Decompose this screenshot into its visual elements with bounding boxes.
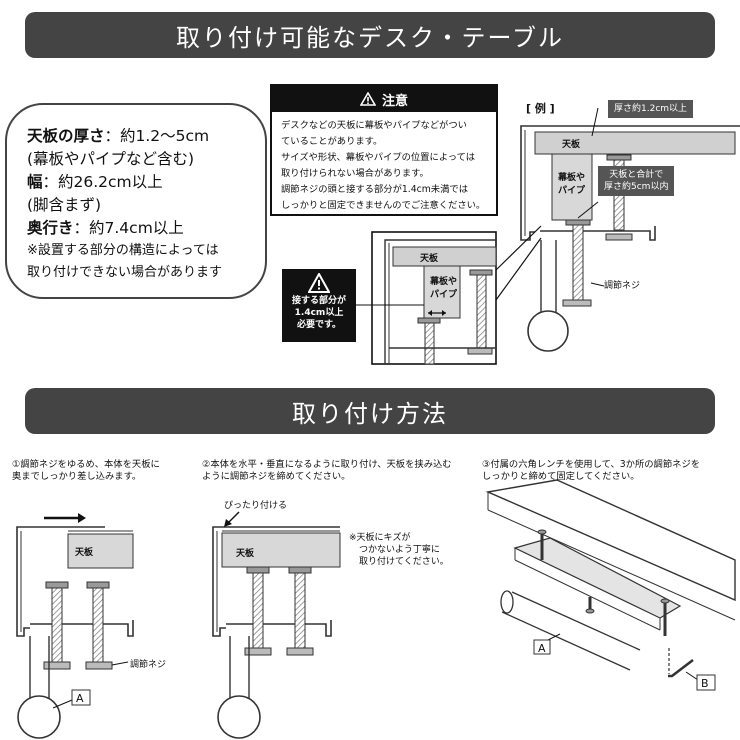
caution-body: デスクなどの天板に幕板やパイプなどがつい ていることがあります。 サイズや形状、… [272,112,496,214]
care-note: ※天板にキズがつかないよう丁寧に取り付けてください。 [349,533,449,567]
caution-box: 注意 デスクなどの天板に幕板やパイプなどがつい ていることがあります。 サイズや… [270,84,498,216]
caution-line: 取り付けられない場合があります。 [281,168,429,179]
step1-text: ①調節ネジをゆるめ、本体を天板に奥までしっかり差し込みます。 [12,459,160,482]
example-diagram [520,107,740,352]
thickness-tag: 厚さ約1.2cm以上 [608,100,694,118]
example-screw-label: 調節ネジ [604,281,641,291]
alert-line: 接する部分が [291,296,346,306]
caution-line: サイズや形状、幕板やパイプの位置によっては [281,152,476,163]
step2-text: ②本体を水平・垂直になるように取り付け、天板を挟み込むように調節ネジを締めてくだ… [202,459,452,482]
step1-diagram [16,513,134,739]
zoom-board-label: 天板 [420,254,439,264]
step3-part-b: B [701,677,709,690]
spec-note-1: ※設置する部分の構造によっては [27,243,219,258]
warning-icon [359,92,376,106]
alert-box: 接する部分が 1.4cm以上 必要です。 [282,269,356,342]
spec-depth: 奥行き：約7.4cm以上 [27,219,184,237]
step2-diagram [212,511,341,739]
step3-text: ③付属の六角レンチを使用して、3か所の調節ネジをしっかりと締めて固定してください… [482,459,701,482]
caution-line: しっかりと固定できませんのでご注意ください。 [281,200,486,211]
banner-title-top: 取り付け可能なデスク・テーブル [25,12,715,58]
step2-board-label: 天板 [236,549,255,559]
attach-label: ぴったり付ける [224,501,288,511]
example-board-label: 天板 [562,140,581,150]
banner-top-text: 取り付け可能なデスク・テーブル [175,23,565,52]
caution-line: デスクなどの天板に幕板やパイプなどがつい [281,120,467,131]
total-thickness-tag: 天板と合計で厚さ約5cm以内 [598,166,675,196]
step1-part-a: A [76,692,84,705]
zoom-apron-label: 幕板やパイプ [430,277,458,300]
spec-box: 天板の厚さ：約1.2〜5cm (幕板やパイプなど含む) 幅：約26.2cm以上 … [5,103,267,299]
spec-thickness-note: (幕板やパイプなど含む) [27,150,195,168]
example-apron-label: 幕板やパイプ [558,173,586,196]
step3-part-a: A [538,642,546,655]
banner-mid-text: 取り付け方法 [292,399,448,428]
caution-title: 注意 [381,93,408,109]
step3-diagram [485,479,736,691]
step1-screw-label: 調節ネジ [130,660,167,670]
zoom-detail-diagram [356,225,542,365]
banner-title-method: 取り付け方法 [25,388,715,434]
caution-line: ていることがあります。 [281,136,383,147]
alert-line: 必要です。 [296,320,342,330]
step1-board-label: 天板 [75,548,94,558]
spec-thickness: 天板の厚さ：約1.2〜5cm [27,127,210,145]
caution-line: 調節ネジの頭と接する部分が1.4cm未満では [281,184,469,195]
warning-icon [308,273,330,293]
spec-width-note: (脚含まず) [27,196,102,214]
example-title: [ 例 ] [526,102,555,115]
caution-header: 注意 [272,86,496,112]
alert-line: 1.4cm以上 [294,308,344,318]
spec-width: 幅：約26.2cm以上 [27,173,163,191]
spec-note-2: 取り付けできない場合があります [27,265,223,280]
